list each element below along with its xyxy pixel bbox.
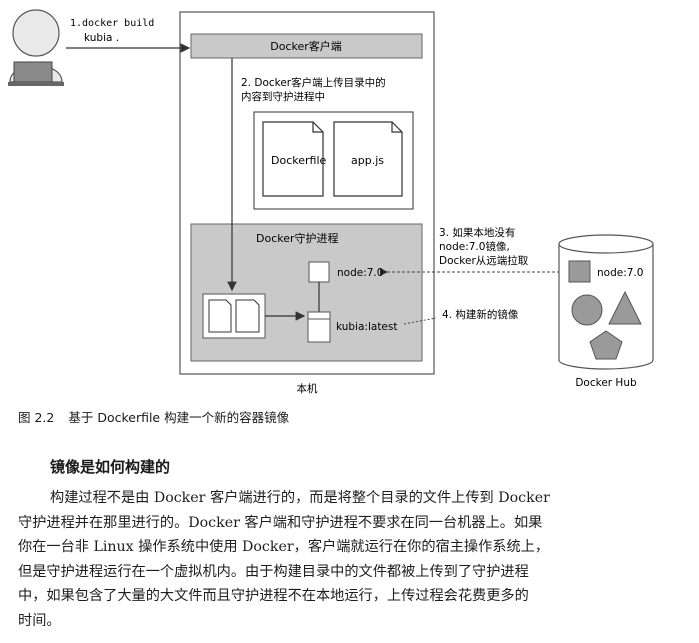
node-image-hub — [568, 260, 591, 283]
local-machine-label: 本机 — [297, 382, 318, 395]
dockerfile-label: Dockerfile — [271, 154, 327, 167]
paragraph-line: 你在一台非 Linux 操作系统中使用 Docker，客户端就运行在你的宿主操作… — [18, 539, 550, 556]
docker-client-label: Docker客户端 — [270, 39, 342, 53]
paragraph-line: 中，如果包含了大量的大文件而且守护进程不在本地运行，上传过程会花费更多的 — [18, 588, 529, 605]
step2-line2: 内容到守护进程中 — [241, 90, 325, 103]
step1-label: 1.docker build — [70, 18, 154, 29]
node-local-label: node:7.0 — [337, 267, 383, 279]
step3-line3: Docker从远端拉取 — [439, 254, 529, 267]
paragraph-line: 守护进程并在那里进行的。Docker 客户端和守护进程不要求在同一台机器上。如果 — [18, 514, 543, 531]
docker-hub-label: Docker Hub — [575, 377, 637, 389]
docker-daemon-box — [190, 223, 423, 362]
pentagon-image-icon — [589, 330, 623, 360]
triangle-image-icon — [608, 290, 642, 325]
node-image-local — [308, 261, 330, 283]
step3-line1: 3. 如果本地没有 — [439, 226, 515, 239]
user-icon — [8, 9, 64, 86]
uploaded-files-icon — [208, 299, 260, 333]
docker-build-diagram: 1.docker build kubia . Docker客户端 2. Dock… — [8, 9, 654, 395]
paragraph-line: 构建过程不是由 Docker 客户端进行的，而是将整个目录的文件上传到 Dock… — [50, 490, 550, 506]
kubia-latest-label: kubia:latest — [336, 321, 397, 333]
kubia-image — [307, 311, 331, 343]
step1-command: kubia . — [84, 32, 119, 44]
dockerfile-icon — [262, 121, 324, 197]
paragraph-line: 时间。 — [18, 612, 61, 629]
docker-hub-cylinder — [558, 234, 654, 370]
circle-image-icon — [571, 294, 603, 326]
docker-client-box — [190, 33, 423, 59]
figure-caption-text: 基于 Dockerfile 构建一个新的容器镜像 — [68, 410, 290, 425]
section-heading: 镜像是如何构建的 — [50, 458, 171, 476]
app-js-icon — [333, 121, 403, 197]
step2-line1: 2. Docker客户端上传目录中的 — [241, 76, 386, 89]
paragraph-line: 但是守护进程运行在一个虚拟机内。由于构建目录中的文件都被上传到了守护进程 — [18, 563, 529, 580]
step4-label: 4. 构建新的镜像 — [442, 308, 519, 321]
node-hub-label: node:7.0 — [597, 267, 643, 279]
body-paragraph: 构建过程不是由 Docker 客户端进行的，而是将整个目录的文件上传到 Dock… — [18, 486, 658, 634]
figure-caption: 图 2.2 基于 Dockerfile 构建一个新的容器镜像 — [18, 407, 289, 426]
appjs-label: app.js — [351, 154, 384, 167]
daemon-label: Docker守护进程 — [256, 231, 339, 245]
step3-line2: node:7.0镜像, — [439, 240, 510, 253]
figure-number: 图 2.2 — [18, 410, 55, 425]
